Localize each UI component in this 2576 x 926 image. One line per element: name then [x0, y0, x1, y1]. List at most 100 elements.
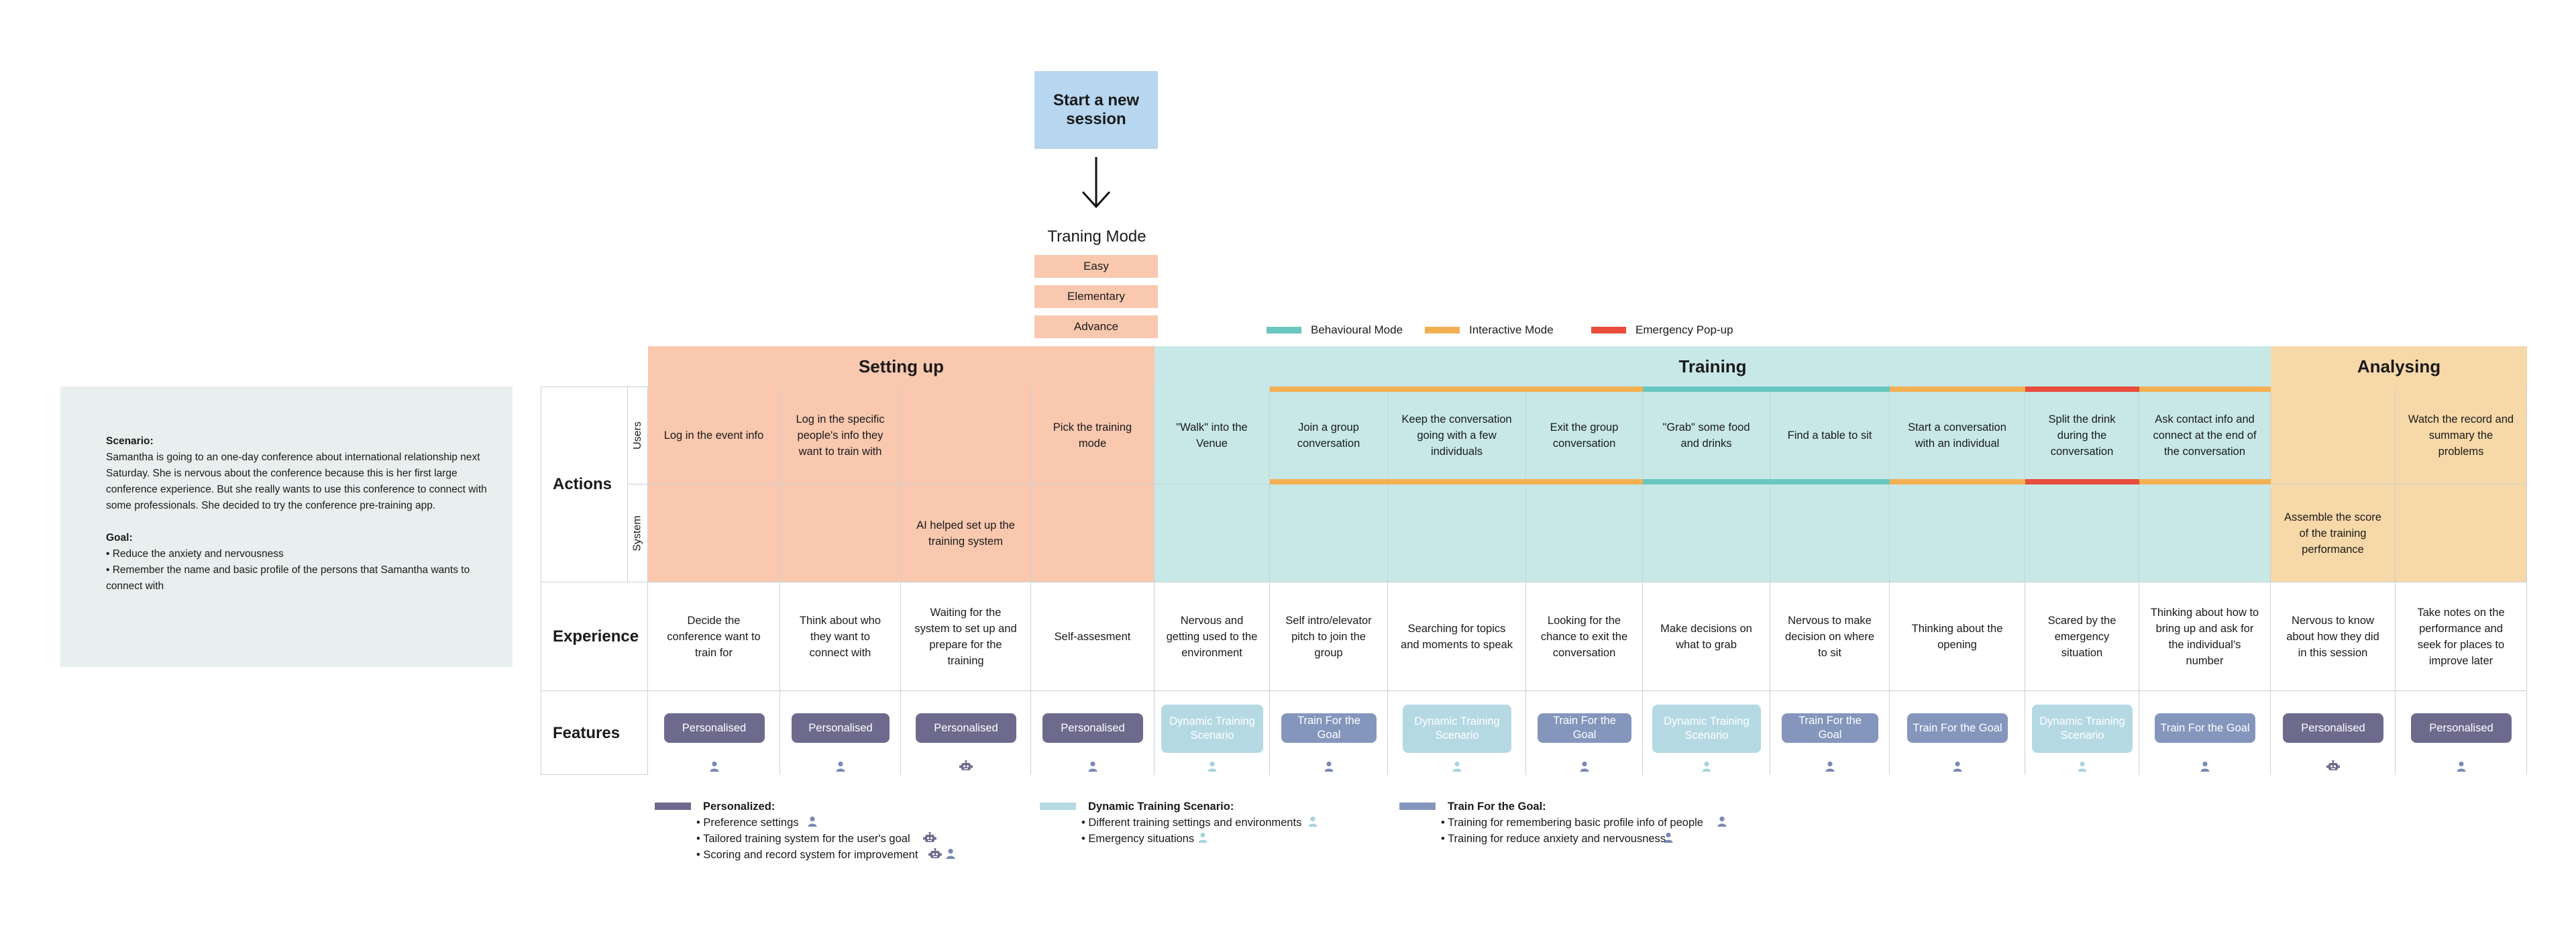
person-icon	[946, 848, 955, 859]
feature-cell	[1770, 691, 1890, 775]
feature-chip-personalised[interactable]: Personalised	[2411, 713, 2512, 743]
mode-bar-top	[1270, 387, 1388, 392]
experience-cell: Thinking about the opening	[1890, 582, 2025, 691]
feature-chip-personalised[interactable]: Personalised	[663, 713, 765, 743]
legend-item-text: • Training for remembering basic profile…	[1441, 817, 1703, 829]
legend-title: Personalized:	[703, 801, 775, 813]
legend-item-text: • Emergency situations	[1081, 833, 1195, 845]
person-icon	[1208, 761, 1217, 772]
user-action-cell[interactable]	[2271, 387, 2396, 484]
feature-chip-train-for-the-goal[interactable]: Train For the Goal	[1782, 713, 1878, 743]
system-action-cell	[1270, 484, 1388, 582]
feature-chip-dynamic-training-scenario[interactable]: Dynamic Training Scenario	[1652, 705, 1761, 753]
feature-chip-personalised[interactable]: Personalised	[2283, 713, 2383, 743]
phase-header-setting-up: Setting up	[648, 346, 1155, 387]
mode-elementary[interactable]: Elementary	[1034, 285, 1158, 308]
interactive-swatch	[1425, 327, 1460, 333]
person-icon	[808, 816, 817, 827]
training-mode-title: Traning Mode	[1047, 227, 1146, 246]
row-label-actions: Actions	[541, 387, 628, 582]
user-action-cell[interactable]: Start a conversation with an individual	[1890, 387, 2025, 484]
start-session-box[interactable]: Start a new session	[1034, 71, 1158, 149]
feature-chip-personalised[interactable]: Personalised	[1042, 713, 1143, 743]
person-icon	[836, 761, 845, 772]
legend-item-text: • Training for reduce anxiety and nervou…	[1441, 833, 1666, 845]
person-icon	[710, 761, 719, 772]
feature-cell	[2139, 691, 2271, 775]
robot-icon	[959, 760, 973, 772]
experience-cell: Looking for the chance to exit the conve…	[1526, 582, 1643, 691]
feature-cell	[2025, 691, 2139, 775]
goal-item: • Remember the name and basic profile of…	[106, 564, 470, 592]
system-action-cell	[2396, 484, 2527, 582]
feature-chip-personalised[interactable]: Personalised	[916, 713, 1016, 743]
mode-bar-bottom	[1890, 479, 2025, 484]
person-icon	[2078, 761, 2087, 772]
mode-bar-top	[2025, 387, 2139, 392]
person-icon	[1580, 761, 1589, 772]
legend-behavioural: Behavioural Mode	[1267, 321, 1403, 340]
user-action-cell[interactable]: Ask contact info and connect at the end …	[2139, 387, 2271, 484]
feature-chip-dynamic-training-scenario[interactable]: Dynamic Training Scenario	[1403, 705, 1511, 753]
feature-chip-train-for-the-goal[interactable]: Train For the Goal	[2155, 713, 2255, 743]
user-action-cell[interactable]: Find a table to sit	[1770, 387, 1890, 484]
row-label-system: System	[628, 484, 648, 582]
experience-cell: Scared by the emergency situation	[2025, 582, 2139, 691]
feature-chip-dynamic-training-scenario[interactable]: Dynamic Training Scenario	[1161, 705, 1263, 753]
robot-icon	[923, 831, 936, 844]
user-action-cell[interactable]: Exit the group conversation	[1526, 387, 1643, 484]
person-icon	[1702, 761, 1711, 772]
person-icon	[1198, 832, 1208, 843]
legend-swatch	[1399, 803, 1436, 810]
experience-cell: Think about who they want to connect wit…	[780, 582, 901, 691]
phase-header-analysing: Analysing	[2271, 346, 2527, 387]
mode-bar-bottom	[2025, 479, 2139, 484]
system-action-cell	[1388, 484, 1526, 582]
user-action-cell[interactable]: Log in the event info	[648, 387, 780, 484]
user-action-cell[interactable]: Split the drink during the conversation	[2025, 387, 2139, 484]
user-action-cell[interactable]: Pick the training mode	[1031, 387, 1155, 484]
feature-chip-train-for-the-goal[interactable]: Train For the Goal	[1538, 713, 1631, 743]
legend-item: • Tailored training system for the user'…	[696, 831, 910, 847]
legend-swatch	[655, 803, 691, 810]
feature-chip-personalised[interactable]: Personalised	[792, 713, 890, 743]
feature-cell	[1155, 691, 1270, 775]
feature-chip-train-for-the-goal[interactable]: Train For the Goal	[1907, 713, 2008, 743]
system-action-cell	[1155, 484, 1270, 582]
experience-cell: Take notes on the performance and seek f…	[2396, 582, 2527, 691]
row-label-users: Users	[628, 387, 648, 484]
system-action-cell	[2139, 484, 2271, 582]
mode-bar-bottom	[1270, 479, 1388, 484]
person-icon	[1324, 761, 1334, 772]
legend-interactive: Interactive Mode	[1425, 321, 1554, 340]
person-icon	[1717, 816, 1727, 827]
user-action-cell[interactable]: Log in the specific people's info they w…	[780, 387, 901, 484]
phase-header-training: Training	[1155, 346, 2271, 387]
mode-easy[interactable]: Easy	[1034, 255, 1158, 278]
goal-heading: Goal:	[106, 532, 133, 544]
feature-cell	[1270, 691, 1388, 775]
system-action-cell	[1031, 484, 1155, 582]
feature-chip-dynamic-training-scenario[interactable]: Dynamic Training Scenario	[2032, 705, 2133, 753]
user-action-cell[interactable]: "Grab" some food and drinks	[1643, 387, 1770, 484]
user-action-cell[interactable]: Watch the record and summary the problem…	[2396, 387, 2527, 484]
user-action-cell[interactable]	[901, 387, 1031, 484]
experience-cell: Thinking about how to bring up and ask f…	[2139, 582, 2271, 691]
mode-bar-bottom	[1526, 479, 1643, 484]
feature-chip-train-for-the-goal[interactable]: Train For the Goal	[1281, 713, 1377, 743]
mode-advance[interactable]: Advance	[1034, 315, 1158, 338]
goal-item: • Reduce the anxiety and nervousness	[106, 548, 284, 560]
system-action-cell	[1890, 484, 2025, 582]
legend-item: • Training for remembering basic profile…	[1441, 815, 1703, 831]
scenario-heading: Scenario:	[106, 435, 154, 447]
robot-icon	[928, 847, 942, 860]
mode-bar-top	[1526, 387, 1643, 392]
system-action-cell	[1770, 484, 1890, 582]
legend-label: Interactive Mode	[1469, 323, 1554, 336]
user-action-cell[interactable]: "Walk" into the Venue	[1155, 387, 1270, 484]
mode-bar-top	[1388, 387, 1526, 392]
person-icon	[1664, 832, 1673, 843]
mode-bar-bottom	[1643, 479, 1770, 484]
user-action-cell[interactable]: Keep the conversation going with a few i…	[1388, 387, 1526, 484]
user-action-cell[interactable]: Join a group conversation	[1270, 387, 1388, 484]
